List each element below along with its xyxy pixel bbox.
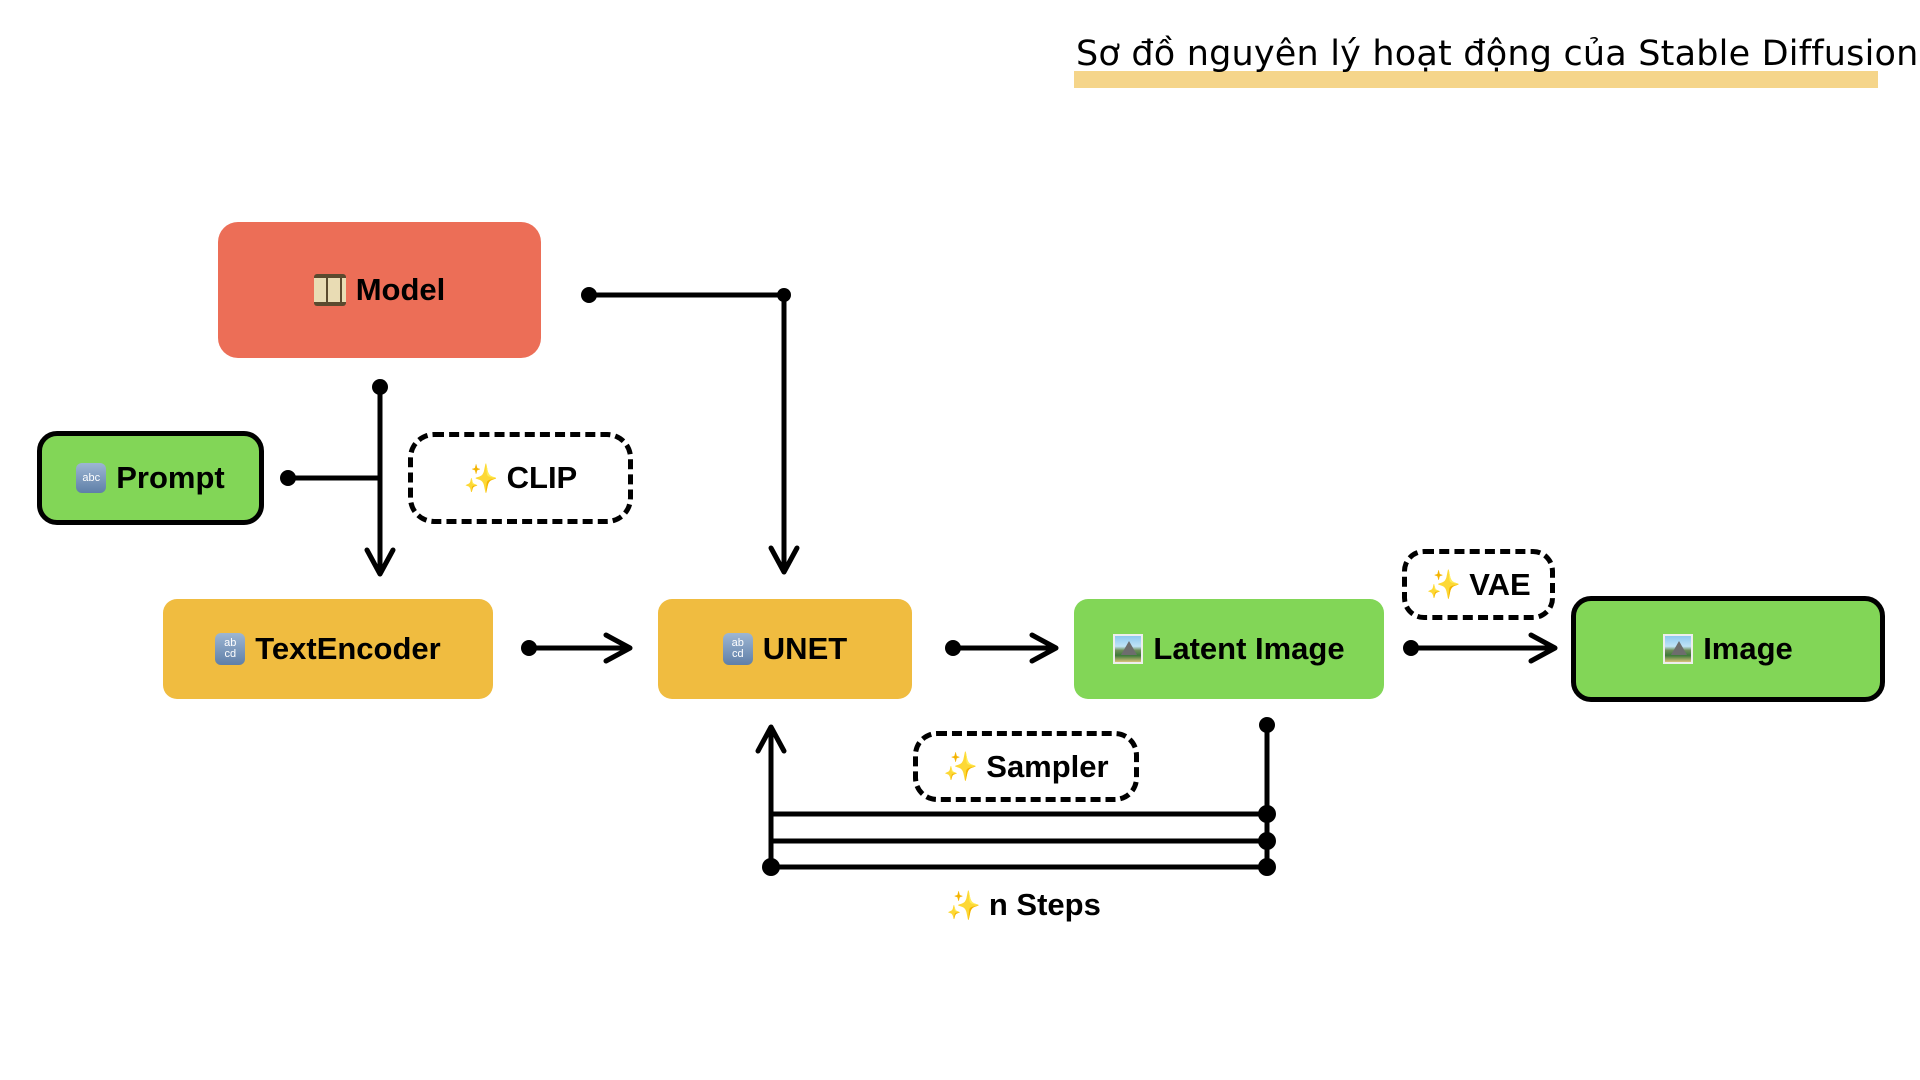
picture-icon (1663, 634, 1694, 664)
abcd-icon-top: ab (731, 637, 744, 649)
connector-dot (1258, 805, 1276, 823)
annotation-vae: ✨ VAE (1402, 549, 1555, 620)
annotation-label: VAE (1469, 566, 1531, 602)
node-label: TextEncoder (255, 631, 441, 666)
annotation-label: Sampler (986, 748, 1109, 784)
abcd-icon-bottom: cd (731, 648, 744, 660)
node-image[interactable]: Image (1571, 596, 1885, 702)
sparkles-icon: ✨ (463, 462, 499, 494)
arrow-head (755, 724, 787, 754)
annotation-n-steps: ✨ n Steps (946, 883, 1101, 927)
annotation-label: n Steps (988, 887, 1101, 922)
sparkles-icon: ✨ (943, 751, 979, 782)
arrow-head (603, 632, 633, 664)
node-label: UNET (762, 631, 848, 666)
sparkles-icon: ✨ (946, 889, 981, 921)
abcd-icon-bottom: cd (224, 648, 237, 660)
arrow-head (364, 547, 396, 577)
arrow-head (1029, 632, 1059, 664)
title-text: Sơ đồ nguyên lý hoạt động của Stable Dif… (1076, 34, 1919, 74)
node-prompt[interactable]: abc Prompt (37, 431, 264, 525)
abc-icon: abc (76, 463, 107, 493)
film-frames-icon (313, 274, 346, 306)
connector-dot (1258, 832, 1276, 850)
node-model[interactable]: Model (218, 222, 541, 358)
edge-unet-to-latent (945, 632, 1059, 664)
abcd-icon: ab cd (722, 633, 753, 665)
annotation-clip: ✨ CLIP (408, 432, 633, 524)
diagram-title: Sơ đồ nguyên lý hoạt động của Stable Dif… (1074, 34, 1918, 88)
abcd-icon-top: ab (224, 637, 237, 649)
node-label: Prompt (116, 460, 225, 495)
edge-textencoder-to-unet (521, 632, 633, 664)
arrow-head (1528, 632, 1558, 664)
sparkles-icon: ✨ (1426, 569, 1462, 600)
node-latent-image[interactable]: Latent Image (1074, 599, 1384, 699)
title-highlight (1074, 71, 1878, 88)
node-unet[interactable]: ab cd UNET (658, 599, 912, 699)
node-label: Model (355, 272, 446, 307)
annotation-label: CLIP (506, 460, 578, 495)
annotation-sampler: ✨ Sampler (913, 731, 1139, 802)
connector-line (586, 292, 787, 573)
abcd-icon: ab cd (215, 633, 246, 665)
picture-icon (1113, 634, 1144, 664)
edge-sampler-loop (755, 717, 1276, 876)
edge-latent-to-image (1403, 632, 1558, 664)
connector-dot (762, 858, 780, 876)
node-label: Latent Image (1153, 631, 1345, 666)
connector-dot (1258, 858, 1276, 876)
arrow-head (768, 545, 800, 575)
node-label: Image (1703, 631, 1793, 666)
node-text-encoder[interactable]: ab cd TextEncoder (163, 599, 493, 699)
connector-joint (777, 288, 791, 302)
edge-model-to-unet (581, 287, 800, 575)
edge-prompt-to-textencoder (280, 470, 383, 486)
